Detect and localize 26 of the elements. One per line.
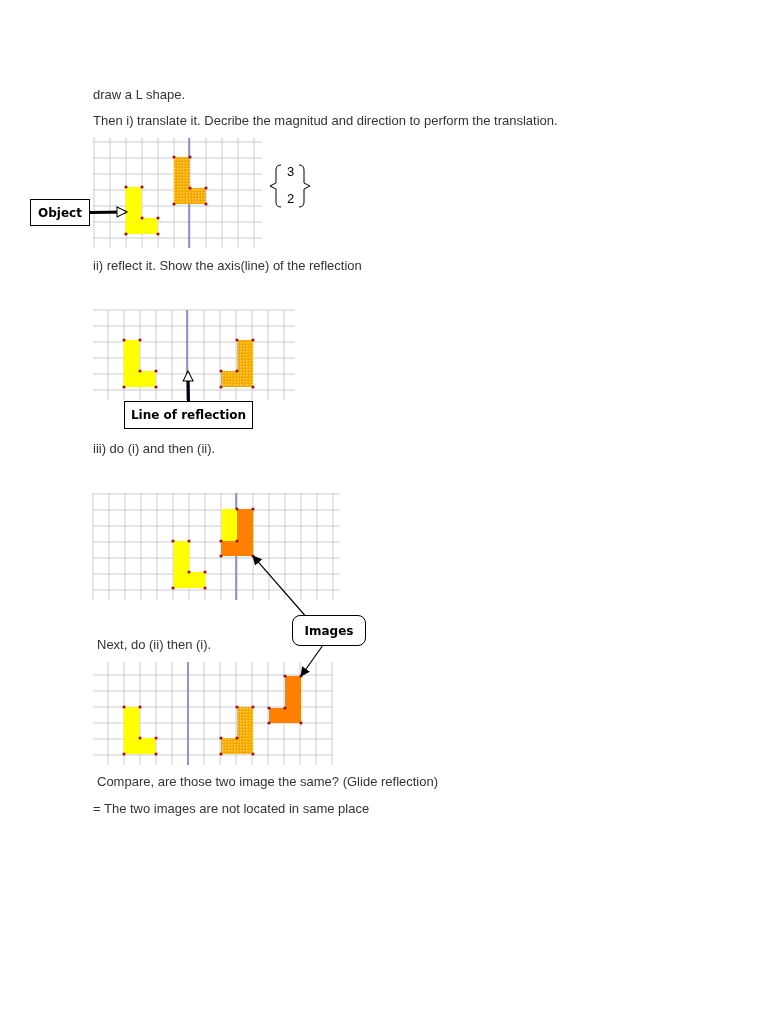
- instruction-text: = The two images are not located in same place: [93, 801, 370, 817]
- l-shape: [124, 185, 160, 236]
- callout-box: Line of reflection: [124, 401, 253, 429]
- vector-component: 3: [287, 164, 295, 180]
- arrow: [182, 370, 194, 402]
- l-shape: [122, 705, 158, 756]
- arrow: [252, 555, 306, 616]
- instruction-text: draw a L shape.: [93, 87, 186, 103]
- instruction-text: Then i) translate it. Decribe the magnitud and direction to perform the translation.: [93, 113, 558, 129]
- arrow: [89, 206, 128, 218]
- l-shape: [171, 539, 207, 590]
- l-shape: [172, 155, 208, 206]
- callout-box: Object: [30, 199, 90, 226]
- instruction-text: Next, do (ii) then (i).: [97, 637, 212, 653]
- instruction-text: iii) do (i) and then (ii).: [93, 441, 216, 457]
- instruction-text: Compare, are those two image the same? (Glide reflection): [97, 774, 439, 790]
- l-shape: [219, 705, 255, 756]
- l-shape: [267, 674, 303, 725]
- arrow: [300, 645, 323, 677]
- l-shape: [122, 338, 158, 389]
- l-shape: [219, 338, 255, 389]
- square-block: [221, 509, 237, 541]
- instruction-text: ii) reflect it. Show the axis(line) of the reflection: [93, 258, 362, 274]
- vector-component: 2: [287, 191, 295, 207]
- callout-box: Images: [292, 615, 366, 646]
- l-shape: [219, 507, 255, 558]
